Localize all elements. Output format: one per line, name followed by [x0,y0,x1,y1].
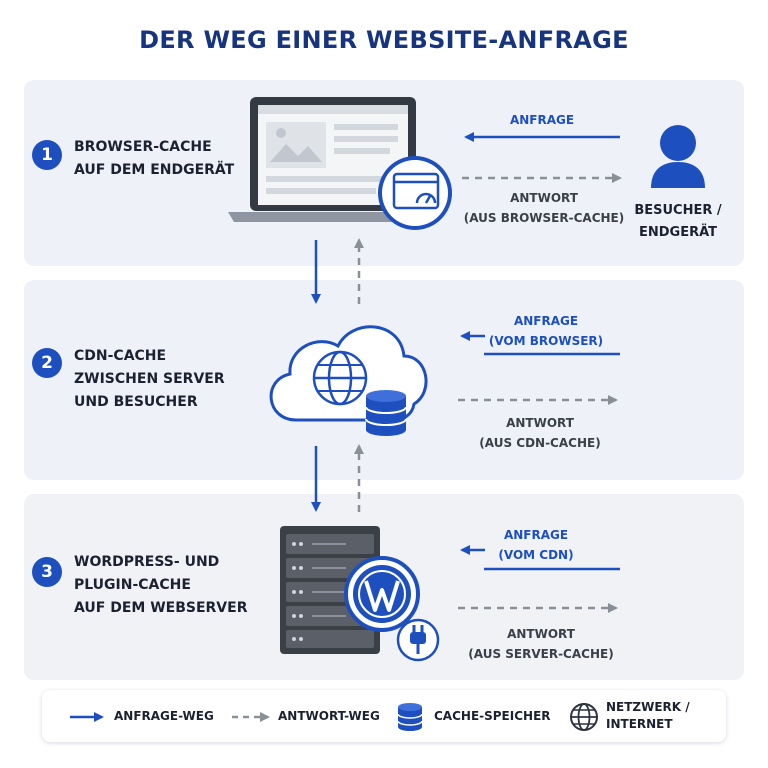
server-icon [280,526,380,654]
step-3-label-line: PLUGIN-CACHE [74,577,191,593]
step-2-response-label: ANTWORT (AUS CDN-CACHE) [460,413,620,453]
visitor-label: BESUCHER / ENDGERÄT [618,200,738,244]
step-1-badge: 1 [32,140,62,170]
legend-label: ANFRAGE-WEG [114,709,214,723]
laptop-icon [228,97,438,222]
legend-label: ANTWORT-WEG [278,709,380,723]
page-title: DER WEG EINER WEBSITE-ANFRAGE [139,26,629,54]
step-3-label: WORDPRESS- UND PLUGIN-CACHE AUF DEM WEBS… [74,551,247,620]
step-2-label-line: ZWISCHEN SERVER [74,371,225,387]
visitor-label-line: ENDGERÄT [638,225,718,240]
step-1-label-line: AUF DEM ENDGERÄT [74,162,235,178]
browser-speed-icon [378,156,452,230]
step-1-request-label: ANFRAGE [502,110,582,130]
step-3-label-line: WORDPRESS- UND [74,554,220,570]
request-label-line: ANFRAGE [509,113,575,127]
user-icon [651,125,705,188]
database-icon [397,703,423,731]
legend-graphics [70,703,598,731]
legend-item-request: ANFRAGE-WEG [114,708,214,725]
database-icon [365,390,407,436]
step-1-label: BROWSER-CACHE AUF DEM ENDGERÄT [74,136,234,182]
step-2-badge: 2 [32,348,62,378]
request-label-line: ANFRAGE [503,528,569,542]
legend-item-network: NETZWERK / INTERNET [606,699,690,733]
response-label-line: (AUS CDN-CACHE) [479,436,601,450]
step-2-label-line: UND BESUCHER [74,394,198,410]
response-label-line: (AUS SERVER-CACHE) [468,647,614,661]
step-2-request-label: ANFRAGE (VOM BROWSER) [476,311,616,351]
response-label-line: ANTWORT [506,416,574,430]
globe-icon [570,703,598,731]
request-arrow [462,336,620,353]
response-label-line: ANTWORT [507,627,575,641]
legend-item-response: ANTWORT-WEG [278,708,380,725]
visitor-label-line: BESUCHER / [634,203,722,218]
legend-label: INTERNET [606,717,673,731]
legend-label: NETZWERK / [606,700,690,714]
step-3-label-line: AUF DEM WEBSERVER [74,600,248,616]
request-label-line: (VOM CDN) [498,548,574,562]
step-1-label-line: BROWSER-CACHE [74,139,212,155]
plug-icon [396,618,440,662]
legend-label: CACHE-SPEICHER [434,709,551,723]
step-3-badge: 3 [32,557,62,587]
step-2-label-line: CDN-CACHE [74,348,167,364]
legend: ANFRAGE-WEG ANTWORT-WEG CACHE-SPEICHER N… [42,690,726,742]
request-label-line: (VOM BROWSER) [488,334,604,348]
legend-item-cache: CACHE-SPEICHER [434,708,551,725]
step-3-request-label: ANFRAGE (VOM CDN) [476,525,596,565]
request-label-line: ANFRAGE [513,314,579,328]
step-3-response-label: ANTWORT (AUS SERVER-CACHE) [456,624,626,664]
step-2-label: CDN-CACHE ZWISCHEN SERVER UND BESUCHER [74,345,225,414]
response-label-line: (AUS BROWSER-CACHE) [463,211,625,225]
wordpress-icon [344,556,420,632]
response-label-line: ANTWORT [510,191,578,205]
step-1-response-label: ANTWORT (AUS BROWSER-CACHE) [454,188,634,228]
